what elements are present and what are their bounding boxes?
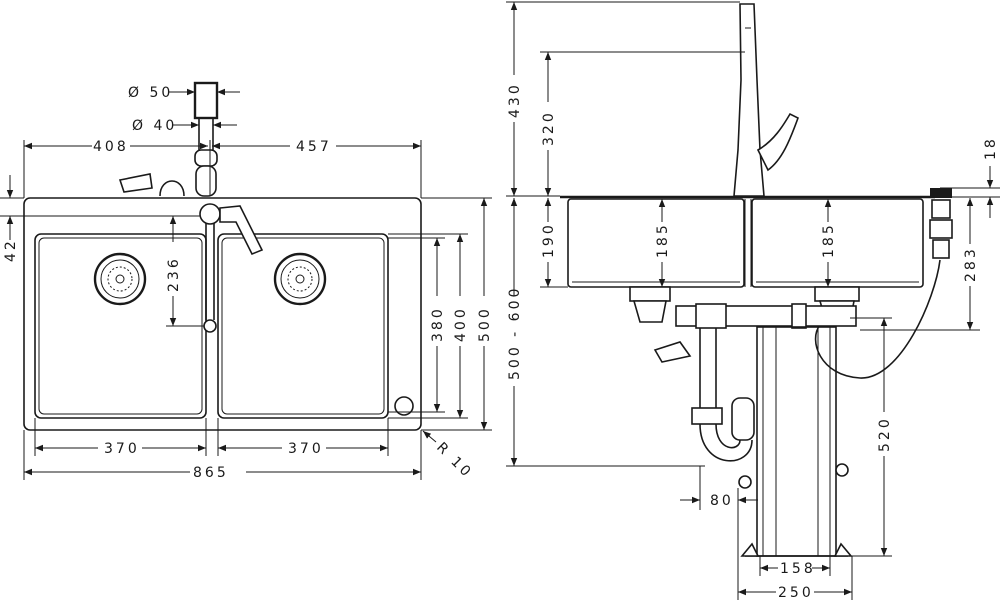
side-view: 430 320 190 500 - 600 185 185 18 283 520… (506, 1, 1000, 601)
dim-236: 236 (166, 256, 182, 292)
overflow-fitting-icon (814, 188, 953, 379)
top-view: Ø 50 Ø 40 408 457 42 236 380 400 500 370… (0, 81, 493, 482)
dim-dia-40: Ø 40 (132, 118, 177, 134)
dim-80: 80 (710, 493, 734, 509)
dim-500-600: 500 - 600 (507, 286, 523, 380)
dim-185-left: 185 (655, 222, 671, 258)
right-bowl (217, 233, 389, 419)
drain-left-icon (93, 252, 147, 306)
dim-430: 430 (507, 82, 523, 118)
dim-r10: R 10 (433, 440, 475, 482)
dim-185-right: 185 (821, 222, 837, 258)
dim-408: 408 (93, 139, 129, 155)
dim-158: 158 (780, 561, 816, 577)
support-column (738, 326, 853, 557)
dim-42: 42 (3, 238, 19, 262)
side-bowl-right (751, 198, 924, 288)
faucet-side-icon (733, 3, 799, 197)
dim-370-left: 370 (104, 441, 140, 457)
drain-assembly (629, 286, 860, 462)
dim-dia-50: Ø 50 (128, 85, 173, 101)
waste-pipe-top (118, 81, 219, 197)
dim-18: 18 (983, 136, 999, 160)
dim-320: 320 (541, 110, 557, 146)
dim-190: 190 (541, 222, 557, 258)
dim-865: 865 (193, 465, 229, 481)
faucet-top-icon (199, 203, 264, 333)
overflow-icon (394, 396, 414, 416)
dim-500: 500 (477, 306, 493, 342)
dim-520: 520 (877, 416, 893, 452)
dim-250: 250 (778, 585, 814, 601)
dim-283: 283 (963, 246, 979, 282)
sink-outline (23, 197, 422, 431)
dim-400: 400 (453, 306, 469, 342)
dim-380: 380 (430, 306, 446, 342)
drain-right-icon (273, 252, 327, 306)
dim-457: 457 (296, 139, 332, 155)
dim-370-right: 370 (288, 441, 324, 457)
